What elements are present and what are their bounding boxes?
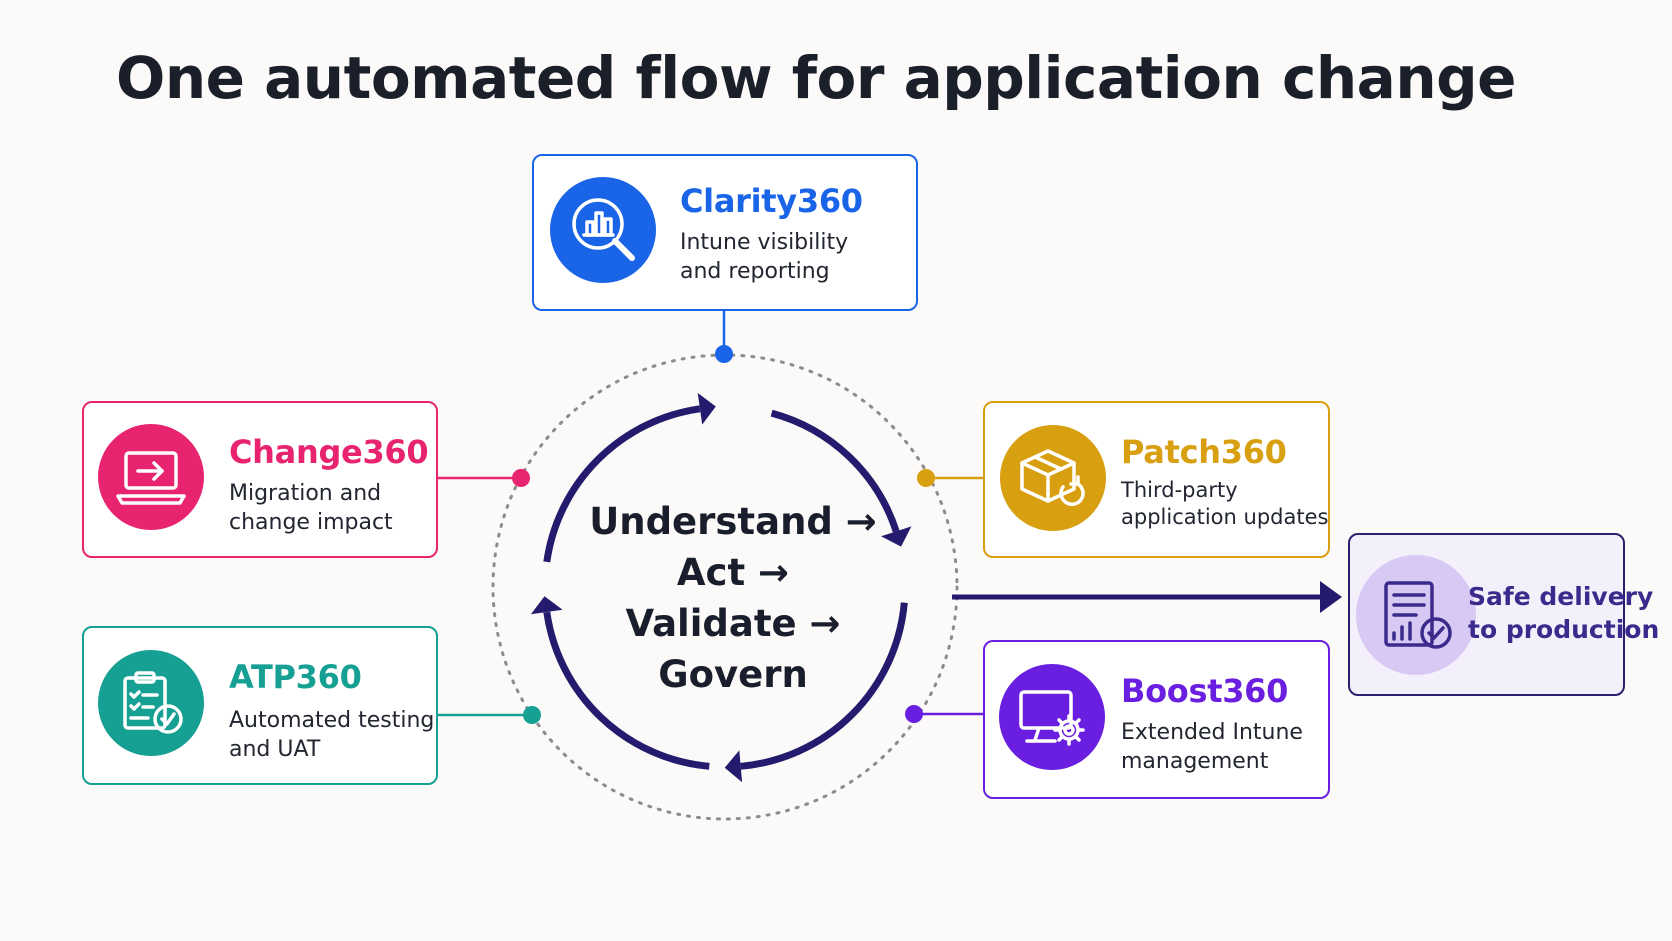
module-name: ATP360 xyxy=(229,658,362,696)
clipboard-check-icon xyxy=(98,650,204,756)
cycle-arrowhead-1 xyxy=(881,526,912,547)
document-chart-check-icon xyxy=(1356,555,1476,675)
cycle-arc-4 xyxy=(543,405,701,563)
cycle-arrowhead-2 xyxy=(724,750,743,783)
process-cycle xyxy=(530,392,912,783)
connector-dot-patch xyxy=(917,469,935,487)
cycle-arc-3 xyxy=(543,611,710,770)
connector-dot-clarity xyxy=(715,345,733,363)
connector-dot-atp xyxy=(523,706,541,724)
page-title: One automated flow for application chang… xyxy=(116,44,1516,112)
connector-dot-boost xyxy=(905,705,923,723)
delivery-arrow xyxy=(952,581,1342,613)
cycle-label: Understand → Act → Validate → Govern xyxy=(589,500,877,696)
cycle-arc-1 xyxy=(770,409,900,533)
monitor-gear-icon xyxy=(999,664,1105,770)
module-name: Change360 xyxy=(229,433,429,471)
analytics-magnifier-icon xyxy=(550,177,656,283)
laptop-arrow-icon xyxy=(98,424,204,530)
cycle-arc-2 xyxy=(740,602,908,770)
cycle-arrowhead-3 xyxy=(530,596,563,615)
connector-dot-change xyxy=(512,469,530,487)
cycle-arrowhead-4 xyxy=(697,392,716,425)
module-name: Patch360 xyxy=(1121,433,1287,471)
module-name: Boost360 xyxy=(1121,672,1289,710)
module-name: Clarity360 xyxy=(680,182,863,220)
package-refresh-icon xyxy=(1000,425,1106,531)
